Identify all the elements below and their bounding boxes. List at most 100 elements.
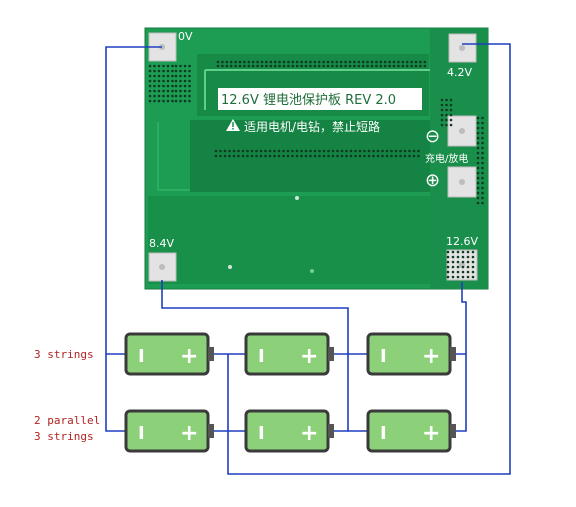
pad-8-4v-hole — [159, 264, 165, 270]
pad-4-2v-label: 4.2V — [447, 66, 472, 79]
via-dot — [446, 270, 450, 274]
battery-cell: I+ — [124, 332, 214, 376]
via-dot — [471, 270, 475, 274]
via-dot — [247, 64, 251, 68]
via-dot — [451, 265, 455, 269]
via-dot — [445, 108, 448, 112]
battery-cell: I+ — [244, 332, 334, 376]
via-dot — [216, 64, 220, 68]
via-dot — [445, 98, 448, 102]
via-dot — [225, 60, 229, 64]
via-dot — [259, 154, 263, 158]
battery-minus-symbol: I — [258, 423, 265, 444]
via-dot — [408, 149, 411, 153]
via-dot — [148, 74, 152, 78]
via-dot — [188, 79, 191, 83]
via-dot — [162, 84, 165, 88]
via-dot — [174, 64, 178, 68]
via-dot — [250, 149, 254, 153]
battery-minus-symbol: I — [258, 346, 265, 367]
via-dot — [243, 64, 246, 68]
via-dot — [327, 149, 330, 153]
via-dot — [174, 94, 178, 98]
via-dot — [313, 60, 317, 64]
via-dot — [451, 260, 455, 264]
via-dot — [229, 60, 233, 64]
via-dot — [331, 154, 335, 158]
via-dot — [291, 60, 295, 64]
battery-minus-symbol: I — [380, 423, 387, 444]
via-dot — [304, 64, 308, 68]
via-dot — [171, 64, 174, 68]
wire-8-4v — [161, 280, 368, 355]
via-dot — [269, 60, 273, 64]
via-dot — [399, 154, 402, 158]
via-dot — [232, 149, 236, 153]
via-dot — [282, 60, 286, 64]
via-dot — [153, 84, 156, 88]
mount-dot — [228, 265, 232, 269]
via-dot — [456, 265, 460, 269]
via-dot — [451, 270, 455, 274]
via-dot — [166, 89, 170, 93]
battery-plus-symbol: + — [180, 421, 198, 446]
via-dot — [340, 154, 344, 158]
via-dot — [353, 60, 356, 64]
via-dot — [295, 154, 299, 158]
wire-0v — [105, 46, 162, 432]
via-dot — [461, 260, 465, 264]
via-dot — [339, 64, 343, 68]
battery-terminal — [328, 347, 334, 361]
via-dot — [456, 255, 460, 259]
via-dot — [295, 149, 299, 153]
via-dot — [153, 99, 156, 103]
via-dot — [157, 64, 161, 68]
via-dot — [309, 154, 312, 158]
via-dot — [471, 265, 475, 269]
via-dot — [466, 275, 470, 279]
via-dot — [153, 74, 156, 78]
via-dot — [353, 64, 356, 68]
via-dot — [171, 89, 174, 93]
title-banner — [218, 88, 422, 110]
via-dot — [449, 113, 453, 117]
via-dot — [481, 146, 484, 150]
via-dot — [153, 89, 156, 93]
via-dot — [471, 275, 475, 279]
minus-symbol: ⊖ — [425, 126, 440, 147]
via-dot — [234, 64, 237, 68]
via-dot — [476, 191, 480, 195]
via-dot — [423, 64, 427, 68]
via-dot — [287, 64, 290, 68]
via-dot — [476, 201, 480, 205]
via-dot — [162, 69, 165, 73]
label-3-strings: 3 strings — [34, 348, 94, 361]
via-dot — [188, 84, 191, 88]
via-dot — [440, 108, 444, 112]
via-dot — [229, 64, 233, 68]
via-dot — [412, 154, 416, 158]
via-dot — [157, 94, 161, 98]
protection-board: 0V 4.2V 8.4V 12.6V ⊖ 充电/放电 — [144, 27, 489, 290]
via-dot — [171, 84, 174, 88]
via-dot — [331, 64, 334, 68]
via-dot — [481, 181, 484, 185]
via-dot — [385, 154, 389, 158]
battery-cell: I+ — [244, 409, 334, 453]
via-dot — [171, 74, 174, 78]
via-dot — [481, 176, 484, 180]
via-dot — [451, 250, 455, 254]
via-dot — [174, 89, 178, 93]
pad-0v-label: 0V — [178, 30, 193, 43]
via-dot — [403, 154, 407, 158]
via-dot — [466, 260, 470, 264]
via-dot — [335, 60, 339, 64]
via-dot — [171, 99, 174, 103]
label-2-parallel: 2 parallel — [34, 414, 100, 427]
via-dot — [166, 64, 170, 68]
via-dot — [309, 149, 312, 153]
via-dot — [394, 154, 398, 158]
via-dot — [179, 74, 182, 78]
via-dot — [318, 154, 321, 158]
